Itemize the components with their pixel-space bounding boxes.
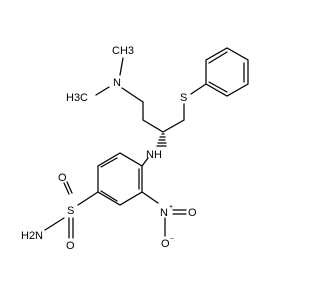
atom-nh2: H2N: [21, 230, 43, 242]
atom-nitro-o-bottom: O: [161, 238, 170, 250]
bond-ring-nitro: [141, 191, 159, 204]
atom-sulfonyl-o-top: O: [58, 172, 67, 184]
bond-chain-2: [142, 119, 164, 133]
molecule-drawing: N CH3 H3C S NH N + O O − S O O H2N: [21, 45, 249, 252]
atom-sulfonyl-s: S: [67, 205, 74, 217]
atom-ch3-top: CH3: [112, 45, 134, 57]
atom-n-dimethyl: N: [113, 77, 121, 89]
atom-sulfur-thioether: S: [180, 92, 187, 104]
bond-n-ch3-top: [119, 57, 124, 76]
charge-nitro-plus: +: [169, 204, 173, 211]
atom-nitro-o-right: O: [188, 207, 197, 219]
bond-s-nh2: [44, 217, 65, 231]
phenyl-double-1: [208, 51, 228, 64]
bond-chiral-ch2: [162, 119, 185, 133]
bond-n-chain: [121, 87, 144, 103]
bond-s-o-top-2: [66, 181, 73, 194]
phenyl-double-3: [208, 81, 228, 93]
atom-sulfonyl-o-bottom: O: [66, 240, 75, 252]
bond-ring-sulfonyl: [77, 191, 99, 206]
bond-s-o-top: [63, 182, 70, 195]
benzene-double-3: [100, 157, 118, 168]
bond-n-ch3-left: [95, 86, 110, 96]
bond-nh-ring: [141, 157, 149, 167]
benzene-double-2: [100, 190, 118, 202]
hashed-stereo-bond: [156, 133, 167, 147]
atom-nh-amine: NH: [146, 149, 162, 161]
atom-h3c-left: H3C: [66, 92, 88, 104]
phenyl-ring: [205, 47, 249, 97]
charge-nitro-minus: −: [170, 236, 174, 243]
benzene-ring: [97, 152, 143, 206]
atom-nitro-n: N: [160, 207, 168, 219]
bond-s-phenyl: [190, 83, 207, 95]
